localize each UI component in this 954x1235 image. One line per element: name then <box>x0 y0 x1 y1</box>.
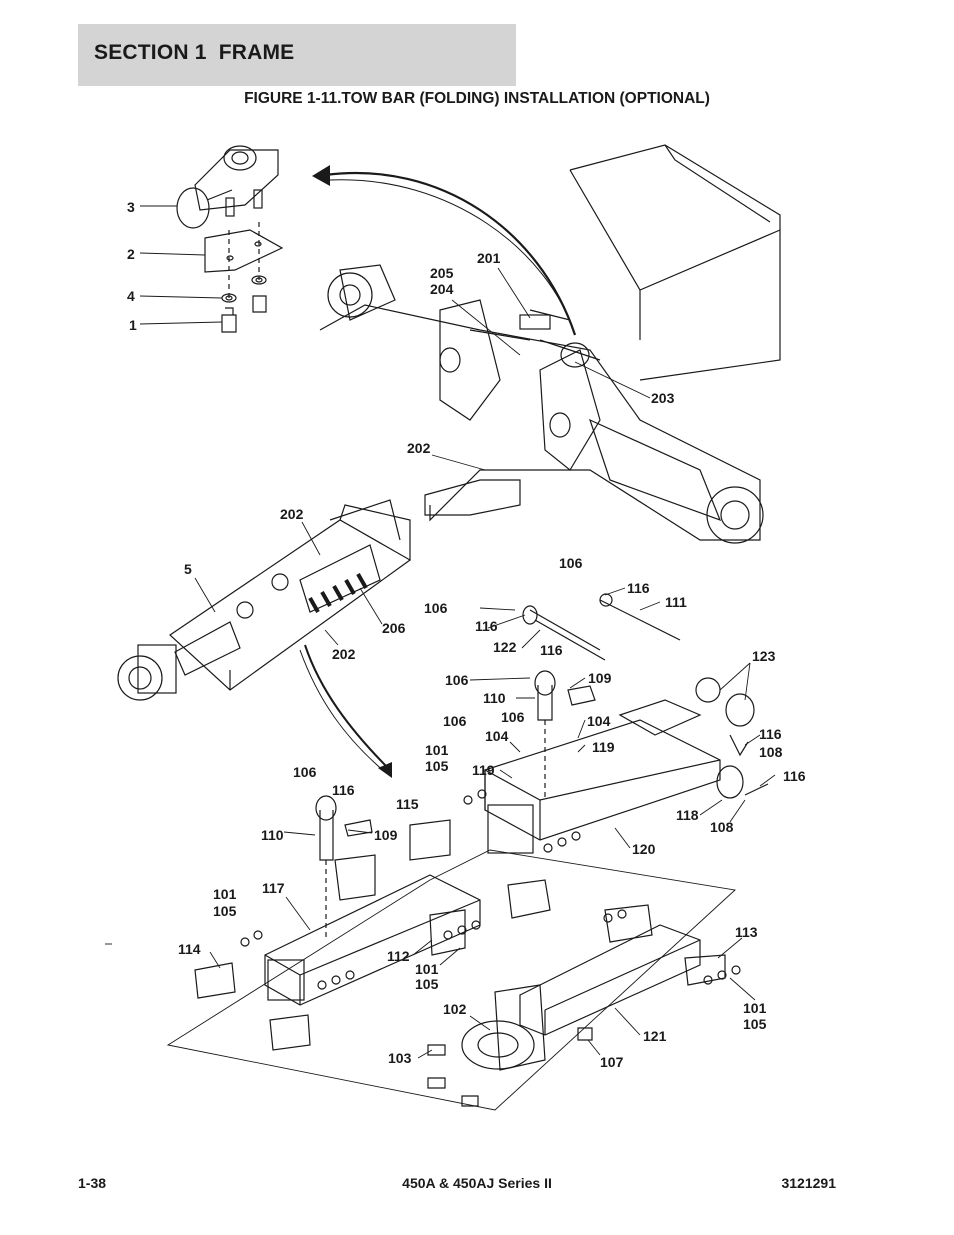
callout: 110 <box>261 827 284 843</box>
callout: 4 <box>127 288 135 304</box>
callout: 123 <box>752 648 776 664</box>
callout: 116 <box>475 618 498 634</box>
callout: 116 <box>540 642 563 658</box>
callout: 206 <box>382 620 406 636</box>
callout: 202 <box>407 440 431 456</box>
callout: 108 <box>710 819 734 835</box>
callout: 202 <box>280 506 304 522</box>
figure-title: FIGURE 1-11.TOW BAR (FOLDING) INSTALLATI… <box>244 90 710 107</box>
callout: 203 <box>651 390 675 406</box>
callout: 105 <box>213 903 237 919</box>
callout: 105 <box>743 1016 767 1032</box>
callout: 204 <box>430 281 454 297</box>
callout: 118 <box>676 807 699 823</box>
callout: 2 <box>127 246 135 262</box>
callout: 102 <box>443 1001 467 1017</box>
callout: 101 <box>415 961 439 977</box>
callout: 106 <box>445 672 469 688</box>
callout: 106 <box>501 709 525 725</box>
callout: 104 <box>587 713 611 729</box>
callout: 122 <box>493 639 517 655</box>
callout: 120 <box>632 841 656 857</box>
callout: 1 <box>129 317 137 333</box>
callout: 105 <box>415 976 439 992</box>
document-number: 3121291 <box>781 1175 836 1191</box>
hitch-assembly <box>176 145 284 333</box>
callout: 112 <box>387 948 410 964</box>
callout-labels: 3 2 4 1 201 205 204 203 202 202 5 206 20… <box>127 199 806 1070</box>
callout: 116 <box>627 580 650 596</box>
page-number: 1-38 <box>78 1175 107 1191</box>
callout: 106 <box>443 713 467 729</box>
callout: 117 <box>262 880 285 896</box>
callout: 119 <box>472 762 495 778</box>
callout: 116 <box>759 726 782 742</box>
callout: 101 <box>743 1000 767 1016</box>
fold-arrow-top <box>312 165 577 336</box>
callout: 5 <box>184 561 192 577</box>
callout: 116 <box>332 782 355 798</box>
mounting-tubes <box>166 699 736 1111</box>
callout: 105 <box>425 758 449 774</box>
callout: 101 <box>213 886 237 902</box>
leader-lines <box>105 205 776 1059</box>
callout: 3 <box>127 199 135 215</box>
callout: 109 <box>374 827 398 843</box>
callout: 121 <box>643 1028 667 1044</box>
callout: 106 <box>424 600 448 616</box>
callout: 101 <box>425 742 449 758</box>
callout: 113 <box>735 924 758 940</box>
pin-hardware <box>315 593 769 940</box>
callout: 106 <box>293 764 317 780</box>
callout: 103 <box>388 1050 412 1066</box>
callout: 109 <box>588 670 612 686</box>
callout: 106 <box>559 555 583 571</box>
callout: 108 <box>759 744 783 760</box>
model-name: 450A & 450AJ Series II <box>402 1175 552 1191</box>
callout: 201 <box>477 250 501 266</box>
section-header: SECTION 1 FRAME <box>78 24 516 86</box>
fold-arrow-diagonal <box>299 644 392 778</box>
callout: 110 <box>483 690 506 706</box>
callout: 114 <box>178 941 201 957</box>
chassis-axle-assembly <box>319 144 781 544</box>
callout: 116 <box>783 768 806 784</box>
bolts <box>240 789 741 1107</box>
callout: 115 <box>396 796 419 812</box>
callout: 111 <box>665 594 687 610</box>
callout: 205 <box>430 265 454 281</box>
callout: 119 <box>592 739 615 755</box>
callout: 107 <box>600 1054 624 1070</box>
folding-tow-bar <box>117 499 412 701</box>
callout: 104 <box>485 728 509 744</box>
callout: 202 <box>332 646 356 662</box>
section-title: SECTION 1 FRAME <box>94 41 295 64</box>
